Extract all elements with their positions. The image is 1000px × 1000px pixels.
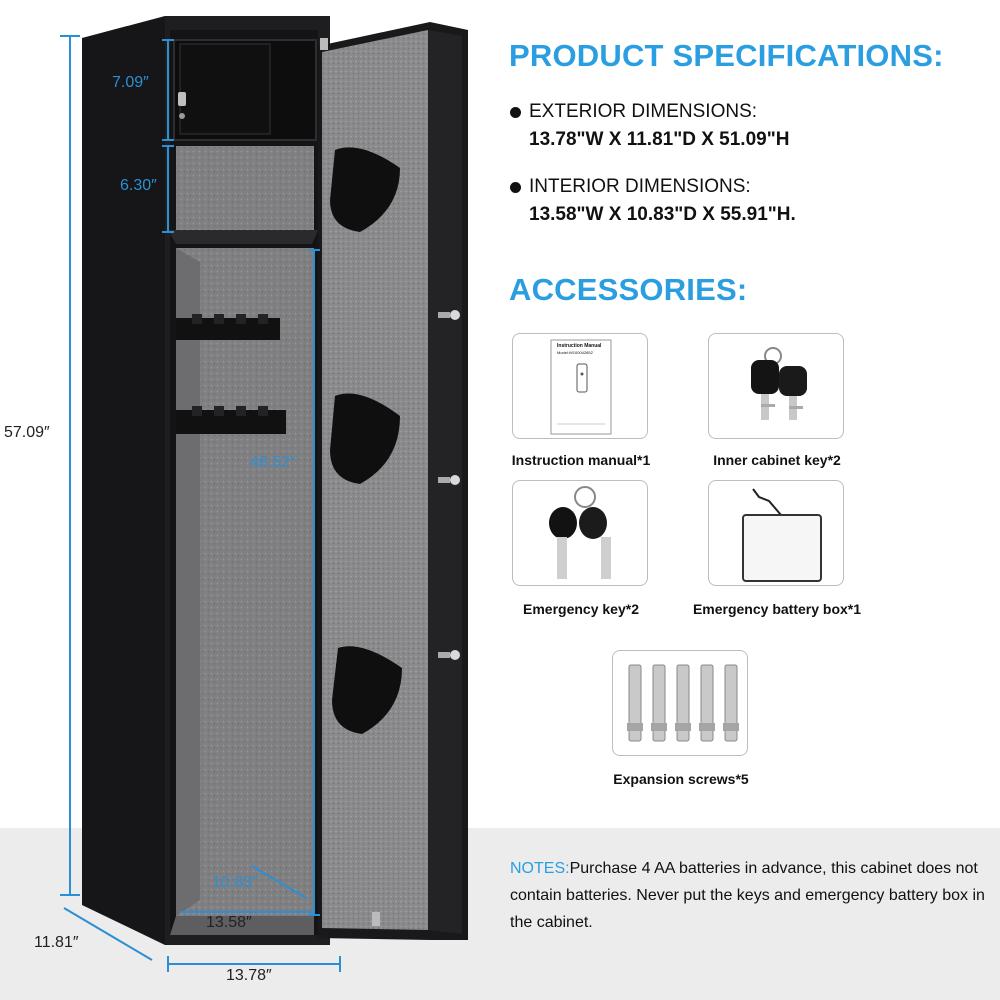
open-door	[318, 22, 468, 940]
bullet-icon	[510, 182, 521, 193]
battery-box-icon	[742, 488, 822, 582]
upper-compartment	[168, 146, 318, 244]
gun-safe-illustration	[60, 16, 468, 972]
accessory-label-expansion-screws: Expansion screws*5	[613, 771, 749, 787]
main-interior	[170, 248, 314, 935]
dimension-top-box: 7.09″	[112, 74, 149, 91]
manual-model: Model:W100042852	[557, 350, 593, 355]
spec-interior-label: INTERIOR DIMENSIONS:	[529, 176, 751, 197]
spec-exterior-value: 13.78"W X 11.81"D X 51.09"H	[529, 129, 790, 150]
expansion-screw-icon	[627, 664, 739, 742]
accessory-card-inner-key	[708, 333, 844, 439]
dimension-exterior-width: 13.78″	[226, 967, 272, 984]
dimension-interior-depth: 10.83″	[212, 874, 258, 891]
accessory-card-emergency-key	[512, 480, 648, 586]
manual-title: Instruction Manual	[557, 343, 602, 349]
accessory-label-inner-key: Inner cabinet key*2	[713, 452, 841, 468]
accessory-label-battery-box: Emergency battery box*1	[692, 601, 862, 617]
dimension-shelf-gap: 6.30″	[120, 177, 157, 194]
dimension-total-height: 57.09″	[4, 424, 50, 441]
accessory-label-emergency-key: Emergency key*2	[523, 601, 639, 617]
inner-key-icon	[751, 347, 807, 420]
dimension-exterior-depth: 11.81″	[34, 934, 79, 951]
door-pouch-top	[330, 147, 400, 232]
emergency-key-icon	[549, 486, 611, 579]
accessory-label-instruction-manual: Instruction manual*1	[511, 452, 651, 468]
specifications-heading: PRODUCT SPECIFICATIONS:	[509, 38, 944, 73]
barrel-rest-bottom	[176, 406, 286, 434]
instruction-manual-icon	[550, 339, 612, 435]
dimension-interior-height: 48.52″	[250, 454, 296, 471]
barrel-rest-top	[176, 314, 280, 340]
dimension-lines	[60, 35, 341, 972]
bullet-icon	[510, 107, 521, 118]
accessory-card-battery-box	[708, 480, 844, 586]
spec-interior-value: 13.58"W X 10.83"D X 55.91"H.	[529, 204, 796, 225]
door-pouch-bottom	[332, 646, 402, 734]
spec-exterior-label: EXTERIOR DIMENSIONS:	[529, 101, 758, 122]
accessory-card-expansion-screws	[612, 650, 748, 756]
accessories-heading: ACCESSORIES:	[509, 272, 748, 307]
door-pouch-middle	[330, 393, 400, 484]
notes-text: Purchase 4 AA batteries in advance, this…	[510, 860, 985, 931]
notes-block: NOTES:Purchase 4 AA batteries in advance…	[510, 855, 990, 936]
top-lock-box	[173, 39, 317, 141]
dimension-interior-width: 13.58″	[206, 914, 252, 931]
notes-prefix: NOTES:	[510, 860, 570, 877]
accessory-card-instruction-manual: Instruction Manual Model:W100042852	[512, 333, 648, 439]
